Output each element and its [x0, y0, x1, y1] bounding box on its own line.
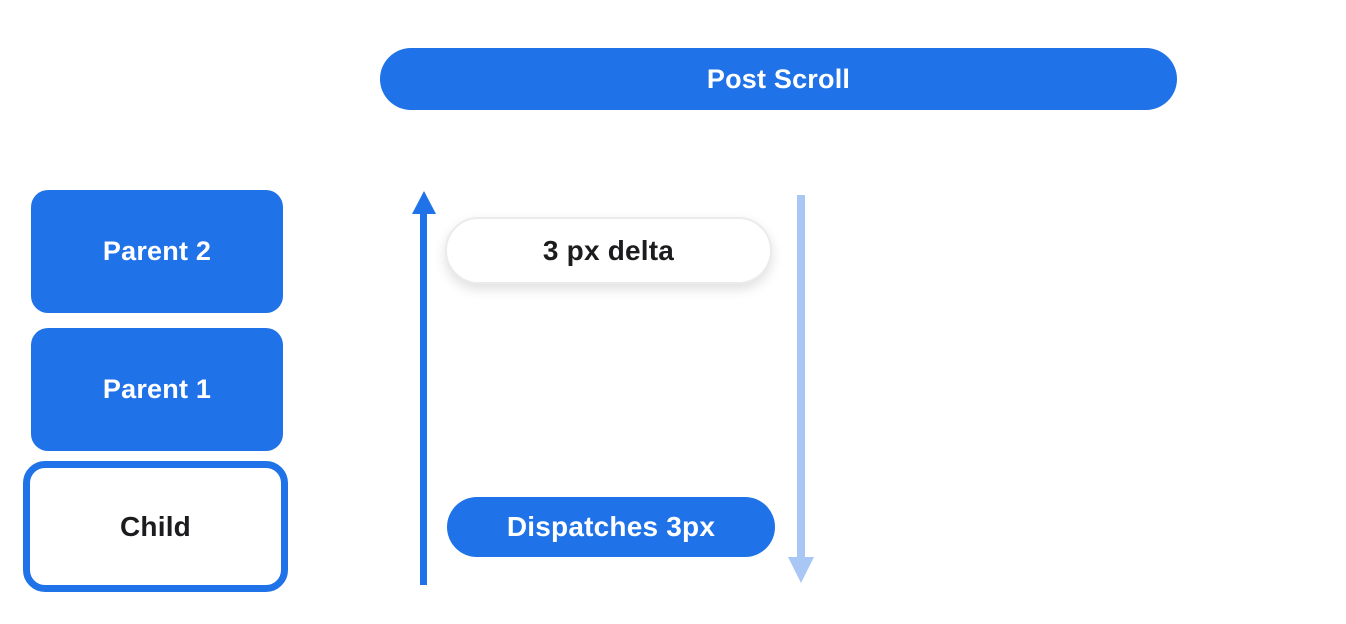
delta-label: 3 px delta	[542, 234, 675, 266]
parent2-label: Parent 2	[102, 236, 212, 266]
down-arrow-line	[797, 195, 805, 558]
post-scroll-label: Post Scroll	[706, 63, 851, 94]
parent1-label: Parent 1	[102, 374, 212, 404]
up-arrow-icon	[412, 191, 436, 214]
dispatch-pill: Dispatches 3px	[447, 497, 775, 557]
parent1-node: Parent 1	[31, 328, 283, 451]
child-label: Child	[120, 510, 191, 542]
parent2-node: Parent 2	[31, 190, 283, 313]
child-node: Child	[23, 461, 288, 592]
delta-pill: 3 px delta	[445, 217, 772, 284]
dispatch-label: Dispatches 3px	[506, 511, 716, 542]
up-arrow-line	[420, 207, 427, 585]
post-scroll-banner: Post Scroll	[380, 48, 1177, 110]
down-arrow-icon	[788, 557, 814, 583]
